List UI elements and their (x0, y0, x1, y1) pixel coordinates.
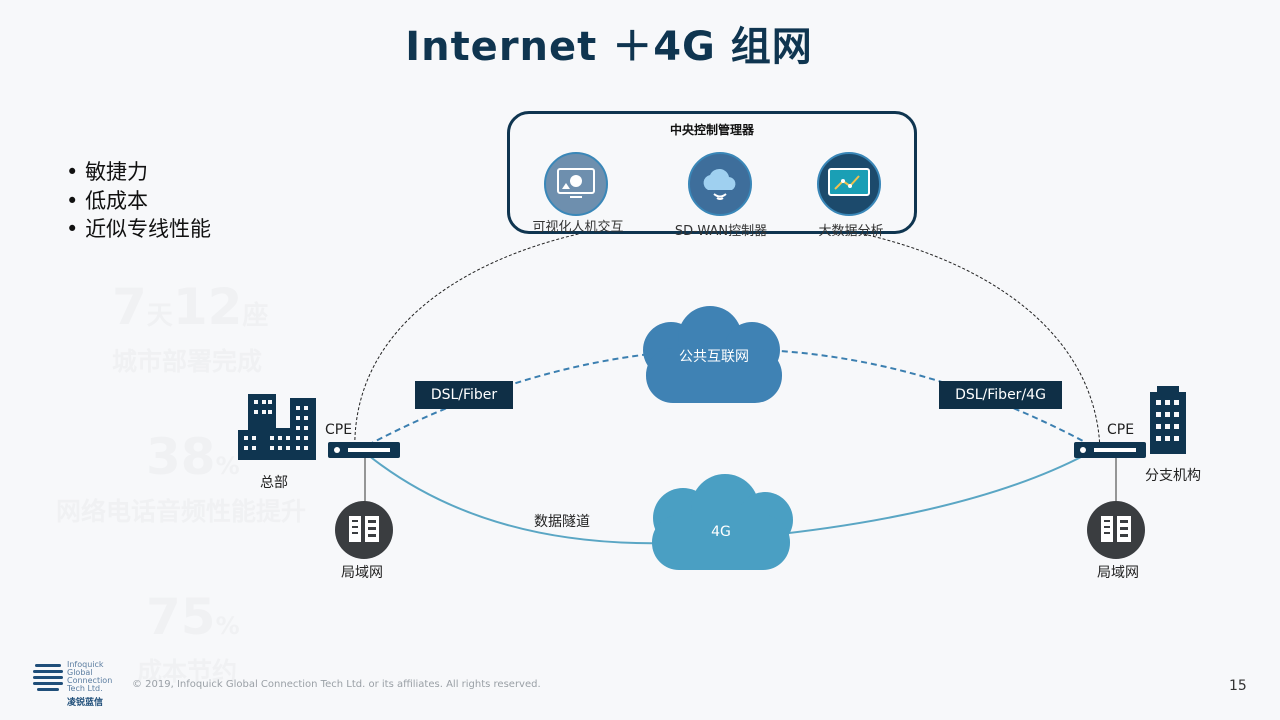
watermark-stat-2: 38% (146, 428, 240, 486)
logo-line: Tech Ltd. (67, 684, 103, 693)
right-link-tag: DSL/Fiber/4G (939, 381, 1062, 409)
lan-left-server-icon (335, 501, 393, 559)
company-logo-cn: 凌锐蓝信 (67, 698, 104, 708)
cpe-right-label: CPE (1107, 422, 1135, 438)
sdwan-controller-icon (688, 152, 752, 216)
watermark-stat-3-caption: 成本节约 (137, 657, 238, 686)
controller-title: 中央控制管理器 (669, 123, 754, 137)
left-link-tag: DSL/Fiber (415, 381, 513, 409)
branch-label: 分支机构 (1145, 468, 1201, 484)
watermark-stat-1-number: 7 (112, 278, 147, 336)
logo-line: Global (67, 668, 93, 677)
cpe-left-router-icon (328, 442, 400, 458)
watermark-stat-3-number: 75 (146, 588, 216, 646)
bullet-list: 敏捷力 低成本 近似专线性能 (66, 158, 211, 244)
lte-cloud (652, 474, 793, 570)
lte-cloud-label: 4G (711, 524, 731, 540)
lan-left-label: 局域网 (341, 565, 383, 581)
bullet-item: 低成本 (66, 187, 211, 216)
watermark-stat-2-number: 38 (146, 428, 216, 486)
watermark-stat-2-caption: 网络电话音频性能提升 (56, 497, 307, 526)
tunnel-label: 数据隧道 (534, 514, 590, 530)
watermark-stat-2-unit: % (215, 452, 240, 480)
logo-line: Connection (67, 676, 113, 685)
watermark-stat-1: 7天12座 (112, 278, 268, 336)
company-logo-icon (33, 664, 63, 691)
bullet-item: 近似专线性能 (66, 215, 211, 244)
watermark-stat-1-unit-2: 座 (242, 301, 269, 331)
lan-right-label: 局域网 (1097, 565, 1139, 581)
internet-cloud (643, 306, 782, 403)
controller-item-label: 可视化人机交互 (532, 220, 624, 235)
visual-hmi-icon (544, 152, 608, 216)
company-logo-text: Infoquick Global Connection Tech Ltd. (67, 661, 112, 693)
controller-item-label: 大数据分析 (818, 224, 884, 239)
branch-building-icon (1150, 386, 1186, 454)
big-data-icon (817, 152, 881, 216)
copyright-text: © 2019, Infoquick Global Connection Tech… (132, 679, 541, 690)
page-title: Internet ＋4G 组网 (405, 24, 813, 70)
watermark-stat-3: 75% (146, 588, 240, 646)
central-controller-panel: 中央控制管理器 可视化人机交互 SD-WAN控制器 大数据分析 (507, 111, 917, 239)
hq-label: 总部 (260, 475, 288, 491)
internet-cloud-label: 公共互联网 (679, 349, 749, 365)
logo-line: Infoquick (67, 660, 104, 669)
page-number: 15 (1229, 678, 1247, 694)
lan-right-server-icon (1087, 501, 1145, 559)
bullet-item: 敏捷力 (66, 158, 211, 187)
controller-item-label: SD-WAN控制器 (674, 224, 768, 239)
cpe-left-label: CPE (325, 422, 353, 438)
watermark-stat-1-number-2: 12 (172, 278, 243, 336)
watermark-stat-1-unit: 天 (146, 301, 173, 331)
watermark-stat-1-caption: 城市部署完成 (112, 347, 263, 376)
watermark-stat-3-unit: % (215, 612, 240, 640)
cpe-right-router-icon (1074, 442, 1146, 458)
